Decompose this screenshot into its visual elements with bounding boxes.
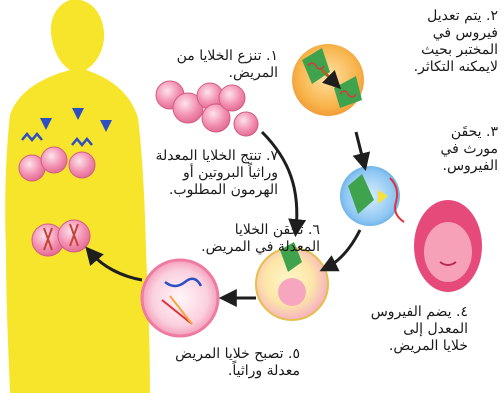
- removed-cells-cluster: [156, 81, 258, 136]
- step-5-label: ٥. تصبح خلايا المريض معدلة وراثياً.: [130, 346, 300, 380]
- step-3-label: ٣. يحقَن مورث في الفيروس.: [420, 124, 498, 175]
- virus-blue: [340, 166, 404, 226]
- virus-orange: [292, 44, 364, 116]
- modified-cell: [142, 260, 218, 336]
- step-4-label: ٤. يضم الفيروس المعدل إلى خلايا المريض.: [334, 304, 468, 355]
- patient-face: [414, 200, 482, 292]
- step-7-label: ٧. تنتج الخلايا المعدلة وراثياً البروتين…: [112, 148, 278, 199]
- step-1-label: ١. تنزع الخلايا من المريض.: [128, 48, 278, 82]
- step-6-label: ٦. تحقن الخلايا المعدلة في المريض.: [172, 222, 320, 256]
- step-2-label: ٢. يتم تعديل فيروس في المختبر بحيث لايمك…: [394, 8, 498, 76]
